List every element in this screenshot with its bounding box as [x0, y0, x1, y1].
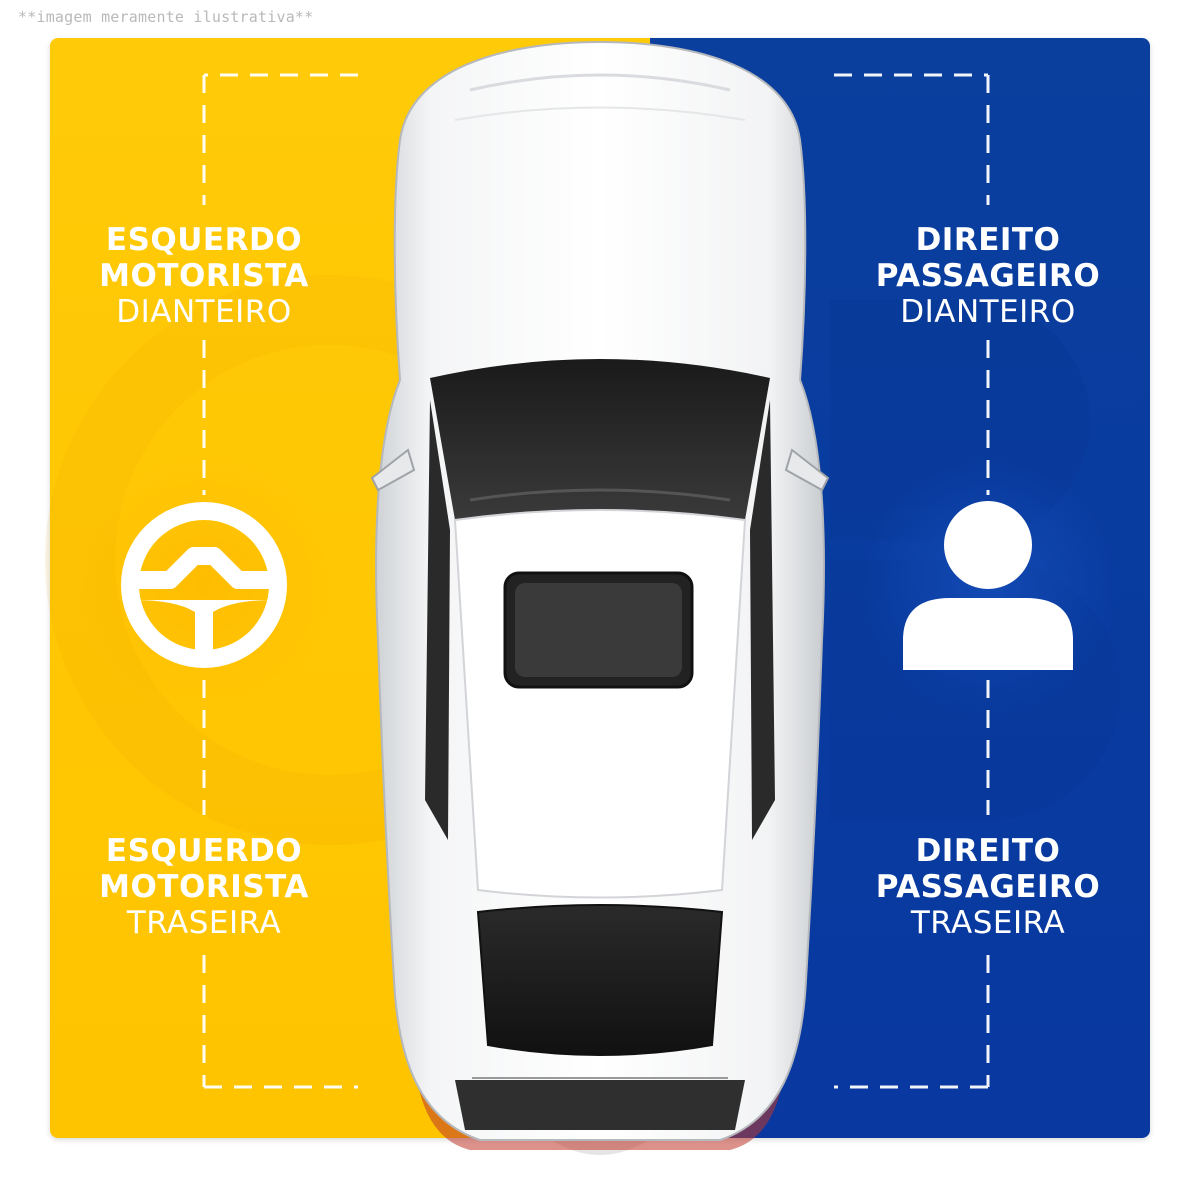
- rear-right-role: PASSAGEIRO: [875, 869, 1101, 905]
- rear-left-position: TRASEIRA: [126, 905, 282, 941]
- driver-side-guide: [202, 73, 358, 1089]
- rear-right-label: DIREITO PASSAGEIRO TRASEIRA: [828, 833, 1148, 941]
- front-left-label: ESQUERDO MOTORISTA DIANTEIRO: [44, 222, 364, 330]
- rear-left-side: ESQUERDO: [105, 833, 303, 869]
- car-top-view: [370, 40, 830, 1155]
- front-right-position: DIANTEIRO: [900, 294, 1076, 330]
- front-left-role: MOTORISTA: [99, 258, 309, 294]
- person-icon: [903, 501, 1073, 670]
- front-right-label: DIREITO PASSAGEIRO DIANTEIRO: [828, 222, 1148, 330]
- front-left-side: ESQUERDO: [105, 222, 303, 258]
- rear-left-label: ESQUERDO MOTORISTA TRASEIRA: [44, 833, 364, 941]
- front-right-side: DIREITO: [915, 222, 1061, 258]
- rear-right-position: TRASEIRA: [910, 905, 1066, 941]
- front-right-role: PASSAGEIRO: [875, 258, 1101, 294]
- front-left-position: DIANTEIRO: [116, 294, 292, 330]
- steering-wheel-icon: [121, 502, 287, 668]
- rear-left-role: MOTORISTA: [99, 869, 309, 905]
- rear-right-side: DIREITO: [915, 833, 1061, 869]
- passenger-side-guide: [834, 73, 990, 1089]
- disclaimer-text: **imagem meramente ilustrativa**: [18, 8, 314, 26]
